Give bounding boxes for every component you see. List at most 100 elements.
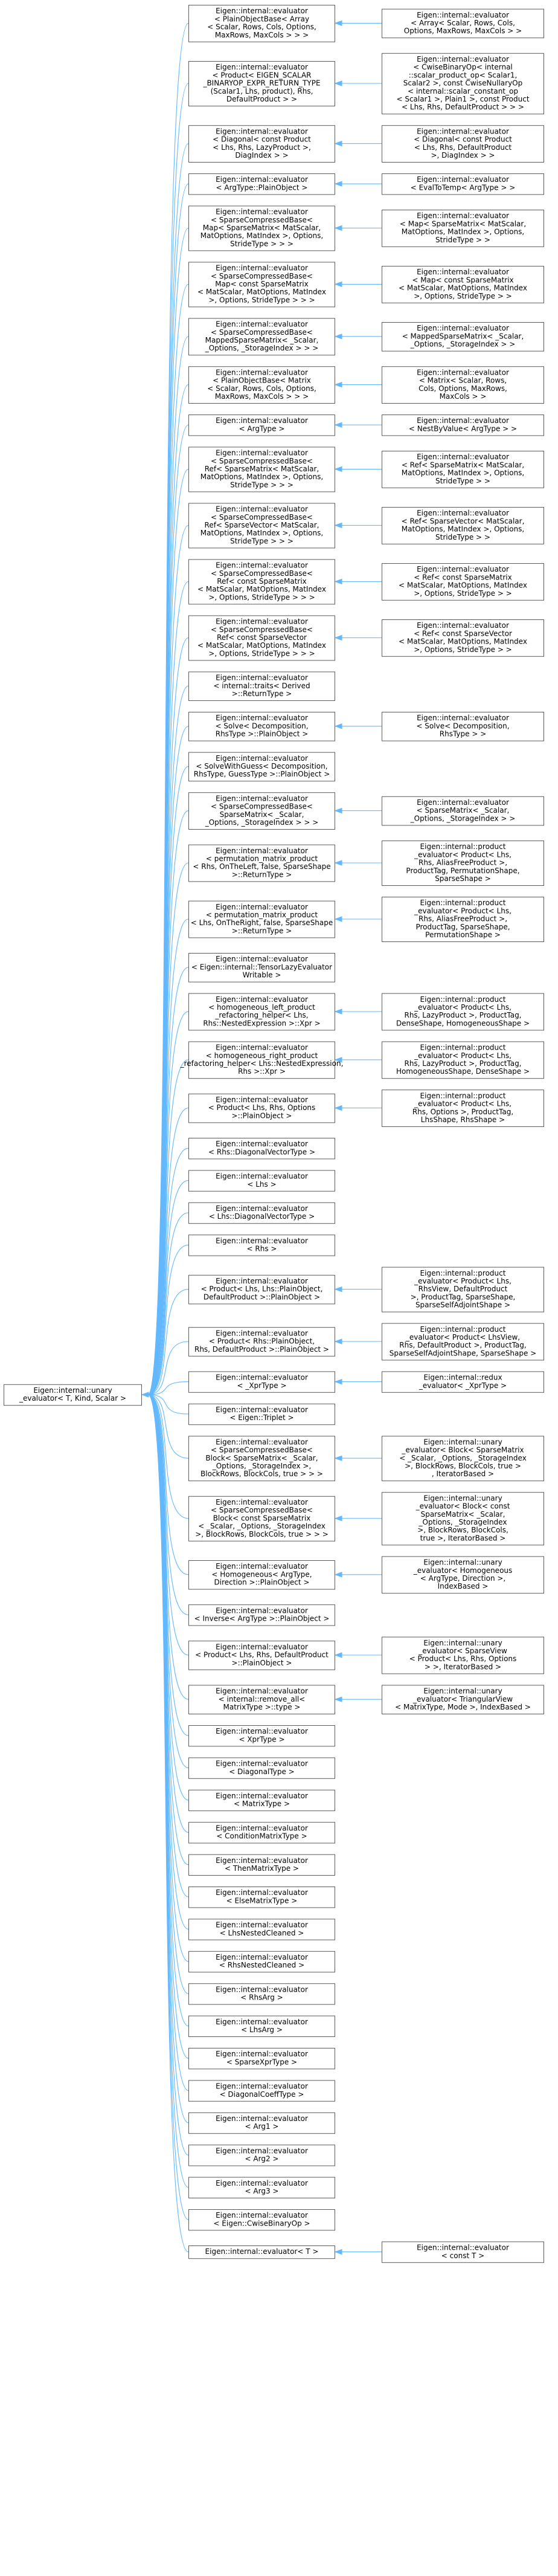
derived-class-node[interactable]: Eigen::internal::evaluator< Ref< SparseM… <box>382 451 544 488</box>
class-node[interactable]: Eigen::internal::evaluator< Product< Lhs… <box>188 1641 335 1670</box>
class-node[interactable]: Eigen::internal::evaluator< Arg1 > <box>188 2112 335 2134</box>
class-node[interactable]: Eigen::internal::evaluator< Inverse< Arg… <box>188 1604 335 1626</box>
derived-class-node[interactable]: Eigen::internal::unary_evaluator< Homoge… <box>382 1556 544 1594</box>
class-node[interactable]: Eigen::internal::evaluator< internal::tr… <box>188 671 335 702</box>
node-label-line: StrideType > > > <box>230 537 293 545</box>
class-node[interactable]: Eigen::internal::evaluator< Homogeneous<… <box>188 1560 335 1590</box>
derived-class-node[interactable]: Eigen::internal::evaluator< CwiseBinaryO… <box>382 53 544 115</box>
class-node[interactable]: Eigen::internal::evaluator< SparseCompre… <box>188 1496 335 1541</box>
class-node[interactable]: Eigen::internal::evaluator< ThenMatrixTy… <box>188 1854 335 1876</box>
derived-class-node[interactable]: Eigen::internal::evaluator< MappedSparse… <box>382 322 544 352</box>
node-label-line: Options, MaxRows, MaxCols > > <box>404 27 522 35</box>
derived-class-node[interactable]: Eigen::internal::unary_evaluator< Triang… <box>382 1685 544 1714</box>
node-label-line: Eigen::internal::evaluator <box>216 1204 308 1213</box>
derived-class-node[interactable]: Eigen::internal::unary_evaluator< Block<… <box>382 1436 544 1482</box>
derived-class-node[interactable]: Eigen::internal::evaluator< EvalToTemp< … <box>382 173 544 195</box>
derived-class-node[interactable]: Eigen::internal::evaluator< Matrix< Scal… <box>382 366 544 404</box>
class-node[interactable]: Eigen::internal::evaluator< homogeneous_… <box>188 993 335 1031</box>
class-node[interactable]: Eigen::internal::evaluator< SparseCompre… <box>188 205 335 251</box>
class-node[interactable]: Eigen::internal::evaluator< DiagonalType… <box>188 1757 335 1779</box>
derived-class-node[interactable]: Eigen::internal::product_evaluator< Prod… <box>382 1267 544 1312</box>
derived-class-node[interactable]: Eigen::internal::product_evaluator< Prod… <box>382 993 544 1031</box>
derived-class-node[interactable]: Eigen::internal::evaluator< SparseMatrix… <box>382 796 544 826</box>
class-node[interactable]: Eigen::internal::evaluator< SparseCompre… <box>188 318 335 356</box>
class-node[interactable]: Eigen::internal::evaluator< permutation_… <box>188 900 335 938</box>
class-node[interactable]: Eigen::internal::evaluator< permutation_… <box>188 844 335 882</box>
class-node[interactable]: Eigen::internal::evaluator< homogeneous_… <box>180 1041 344 1079</box>
class-node[interactable]: Eigen::internal::evaluator< MatrixType > <box>188 1789 335 1812</box>
node-label-line: _Options, _StorageIndex > > > <box>205 344 319 352</box>
derived-class-node[interactable]: Eigen::internal::unary_evaluator< Block<… <box>382 1492 544 1546</box>
derived-class-node[interactable]: Eigen::internal::product_evaluator< Prod… <box>382 1089 544 1127</box>
class-node[interactable]: Eigen::internal::evaluator< SparseCompre… <box>188 262 335 308</box>
class-node[interactable]: Eigen::internal::evaluator< SparseCompre… <box>188 447 335 492</box>
node-label-line: LhsShape, RhsShape > <box>421 1115 505 1124</box>
node-label-line: >, DiagIndex > > <box>431 151 495 160</box>
derived-class-node[interactable]: Eigen::internal::product_evaluator< Prod… <box>382 897 544 942</box>
class-node[interactable]: Eigen::internal::evaluator< PlainObjectB… <box>188 366 335 404</box>
node-label-line: Eigen::internal::evaluator <box>216 1236 308 1245</box>
class-node[interactable]: Eigen::internal::evaluator< Lhs::Diagona… <box>188 1202 335 1224</box>
node-label-line: < SparseCompressedBase< <box>211 802 313 811</box>
class-node[interactable]: Eigen::internal::evaluator< Product< Lhs… <box>188 1093 335 1123</box>
class-node[interactable]: Eigen::internal::evaluator< Solve< Decom… <box>188 712 335 741</box>
derived-class-node[interactable]: Eigen::internal::product_evaluator< Prod… <box>382 1323 544 1361</box>
class-node[interactable]: Eigen::internal::evaluator< Eigen::inter… <box>188 953 335 983</box>
class-node[interactable]: Eigen::internal::evaluator< Product< Rhs… <box>188 1327 335 1357</box>
node-label-line: Eigen::internal::evaluator <box>216 955 308 963</box>
class-node[interactable]: Eigen::internal::evaluator< Rhs::Diagona… <box>188 1138 335 1160</box>
node-label-line: _Options, _StorageIndex > > <box>410 814 516 822</box>
class-node[interactable]: Eigen::internal::evaluator< Diagonal< co… <box>188 125 335 163</box>
derived-class-node[interactable]: Eigen::internal::redux_evaluator< _XprTy… <box>382 1371 544 1393</box>
class-node[interactable]: Eigen::internal::evaluator< Rhs > <box>188 1235 335 1256</box>
class-node[interactable]: Eigen::internal::evaluator< SparseCompre… <box>188 559 335 605</box>
class-node[interactable]: Eigen::internal::evaluator< ArgType::Pla… <box>188 173 335 195</box>
class-node[interactable]: Eigen::internal::evaluator< ElseMatrixTy… <box>188 1887 335 1908</box>
class-node[interactable]: Eigen::internal::evaluator< T > <box>188 2245 335 2259</box>
node-label-line: < SparseXprType > <box>226 2058 297 2066</box>
derived-class-node[interactable]: Eigen::internal::evaluator< Ref< const S… <box>382 563 544 601</box>
class-node[interactable]: Eigen::internal::evaluator< DiagonalCoef… <box>188 2080 335 2102</box>
class-node[interactable]: Eigen::internal::evaluator< Eigen::Tripl… <box>188 1403 335 1425</box>
inheritance-edge <box>147 1059 189 1395</box>
derived-class-node[interactable]: Eigen::internal::evaluator< Map< SparseM… <box>382 210 544 247</box>
class-node[interactable]: Eigen::internal::evaluator< SparseCompre… <box>188 615 335 661</box>
class-node[interactable]: Eigen::internal::evaluator< SparseXprTyp… <box>188 2048 335 2070</box>
derived-class-node[interactable]: Eigen::internal::product_evaluator< Prod… <box>382 841 544 886</box>
class-node[interactable]: Eigen::internal::evaluator< _XprType > <box>188 1371 335 1393</box>
derived-class-node[interactable]: Eigen::internal::evaluator< Array< Scala… <box>382 8 544 39</box>
derived-class-node[interactable]: Eigen::internal::evaluator< const T > <box>382 2241 544 2263</box>
class-node[interactable]: Eigen::internal::evaluator< Arg3 > <box>188 2177 335 2199</box>
node-label-line: < homogeneous_left_product <box>208 1003 315 1012</box>
class-node[interactable]: Eigen::internal::evaluator< SparseCompre… <box>188 1436 335 1482</box>
class-node[interactable]: Eigen::internal::evaluator< SparseCompre… <box>188 792 335 830</box>
derived-class-node[interactable]: Eigen::internal::product_evaluator< Prod… <box>382 1041 544 1079</box>
derived-class-node[interactable]: Eigen::internal::unary_evaluator< Sparse… <box>382 1636 544 1674</box>
class-node[interactable]: Eigen::internal::evaluator< Product< Lhs… <box>188 1274 335 1305</box>
inheritance-edge <box>147 967 189 1395</box>
derived-class-node[interactable]: Eigen::internal::evaluator< Ref< const S… <box>382 619 544 657</box>
class-node[interactable]: Eigen::internal::evaluator< LhsNestedCle… <box>188 1919 335 1940</box>
derived-class-node[interactable]: Eigen::internal::evaluator< Solve< Decom… <box>382 712 544 741</box>
class-node[interactable]: Eigen::internal::evaluator< Eigen::Cwise… <box>188 2209 335 2231</box>
class-node[interactable]: Eigen::internal::evaluator< RhsArg > <box>188 1983 335 2005</box>
root-class-node[interactable]: Eigen::internal::unary_evaluator< T, Kin… <box>4 1384 142 1406</box>
class-node[interactable]: Eigen::internal::evaluator< LhsArg > <box>188 2015 335 2038</box>
derived-class-node[interactable]: Eigen::internal::evaluator< Map< const S… <box>382 266 544 303</box>
class-node[interactable]: Eigen::internal::evaluator< ArgType > <box>188 415 335 436</box>
class-node[interactable]: Eigen::internal::evaluator< Lhs > <box>188 1170 335 1192</box>
derived-class-node[interactable]: Eigen::internal::evaluator< NestByValue<… <box>382 415 544 436</box>
class-node[interactable]: Eigen::internal::evaluator< XprType > <box>188 1725 335 1747</box>
class-node[interactable]: Eigen::internal::evaluator< RhsNestedCle… <box>188 1951 335 1973</box>
arrowhead <box>334 1057 342 1063</box>
class-node[interactable]: Eigen::internal::evaluator< SparseCompre… <box>188 503 335 549</box>
class-node[interactable]: Eigen::internal::evaluator< ConditionMat… <box>188 1822 335 1844</box>
class-node[interactable]: Eigen::internal::evaluator< internal::re… <box>188 1685 335 1714</box>
class-node[interactable]: Eigen::internal::evaluator< PlainObjectB… <box>188 5 335 42</box>
derived-class-node[interactable]: Eigen::internal::evaluator< Ref< SparseV… <box>382 507 544 544</box>
class-node[interactable]: Eigen::internal::evaluator< SolveWithGue… <box>188 752 335 782</box>
class-node[interactable]: Eigen::internal::evaluator< Product< EIG… <box>188 61 335 106</box>
derived-class-node[interactable]: Eigen::internal::evaluator< Diagonal< co… <box>382 125 544 163</box>
node-label-line: Direction >::PlainObject > <box>214 1578 310 1587</box>
class-node[interactable]: Eigen::internal::evaluator< Arg2 > <box>188 2145 335 2166</box>
